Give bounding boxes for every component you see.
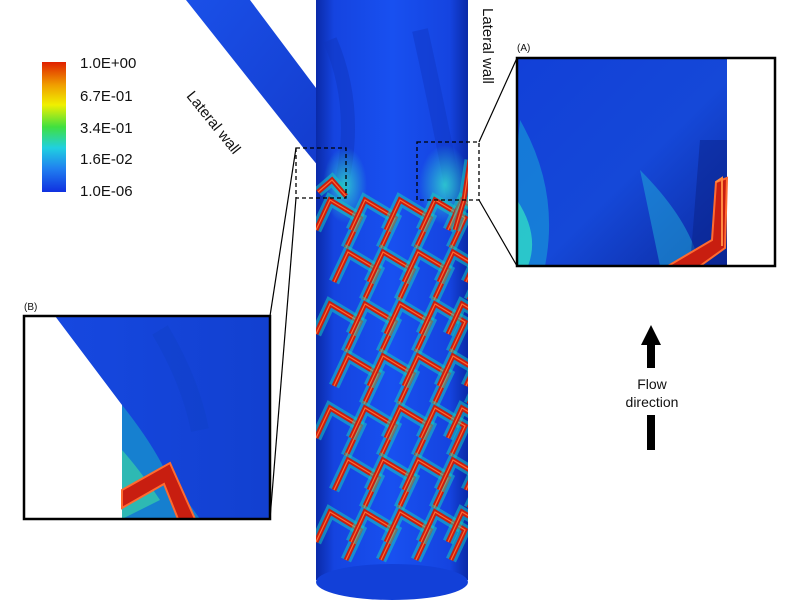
inset-b-tag: (B) [24,302,38,313]
stent-strut-edge [465,484,468,491]
stent-strut-edge [368,459,414,509]
legend-colorbar [42,62,66,192]
flow-label-line1: Flow [637,376,667,392]
legend-tick-label: 3.4E-01 [80,120,133,137]
inset-a-frame [515,56,777,268]
inset-b [22,314,272,521]
stent-strut-edge [403,251,449,301]
stent-strut-edge [316,199,361,249]
legend-tick-label: 6.7E-01 [80,88,133,105]
flow-direction-arrow-icon [641,325,661,450]
stent-strut-edge [350,199,396,249]
stent-strut-edge [438,459,468,491]
stent-strut-edge [420,407,466,457]
legend-tick-label: 1.0E-06 [80,183,133,200]
stent-strut-edge [385,511,431,561]
stent-strut-edge [447,303,468,335]
leader-line [269,197,297,520]
stent-strut-edge [420,199,466,249]
stent-strut-edge [316,303,361,353]
stent-strut-edge [447,511,468,543]
stent-strut-edge [333,355,379,405]
stent-strut-edge [350,303,396,353]
flow-direction-label: Flow direction [612,375,692,411]
stent-strut-edge [368,251,414,301]
stent-strut-edge [350,511,396,561]
stent-strut-edge [403,459,449,509]
stent-strut-edge [465,380,468,387]
inset-a-tag: (A) [517,43,531,54]
stent-strut-edge [350,407,396,457]
callout-box-a [416,141,480,201]
leader-line [478,199,518,267]
stent-strut-edge [317,179,347,197]
stent-strut-halo [461,472,468,491]
stent-strut [463,271,468,283]
inset-b-frame [22,314,272,521]
flow-label-line2: direction [625,394,679,410]
stent-strut-edge [465,276,468,283]
stent-strut-edge [385,199,431,249]
side-branch [186,0,342,195]
stent-strut [463,479,468,491]
stent-strut-edge [333,251,379,301]
callout-box-b [295,147,347,199]
legend-tick-label: 1.6E-02 [80,151,133,168]
stent-strut-edge [368,355,414,405]
stent-strut-edge [316,511,361,561]
stent-strut-edge [447,407,468,439]
leader-line [478,57,518,143]
stent-strut-edge [420,303,466,353]
stent-strut-edge [385,303,431,353]
stent-strut-edge [420,511,466,561]
inset-b-strut [121,461,197,519]
lateral-wall-label-right: Lateral wall [479,8,496,84]
stent-strut-halo [461,264,468,283]
stent-strut-halo [461,368,468,387]
stent-strut-edge [438,355,468,387]
stent-strut-edge [438,251,468,283]
inset-a [515,56,777,268]
stent-strut-edge [316,407,361,457]
stent-struts [316,159,468,563]
stent-strut [463,375,468,387]
stent-strut-edge [385,407,431,457]
stent-strut-edge [333,459,379,509]
legend-tick-label: 1.0E+00 [80,55,137,72]
vessel-outlet [316,564,468,600]
stent-strut-edge [403,355,449,405]
leader-line [269,147,297,317]
